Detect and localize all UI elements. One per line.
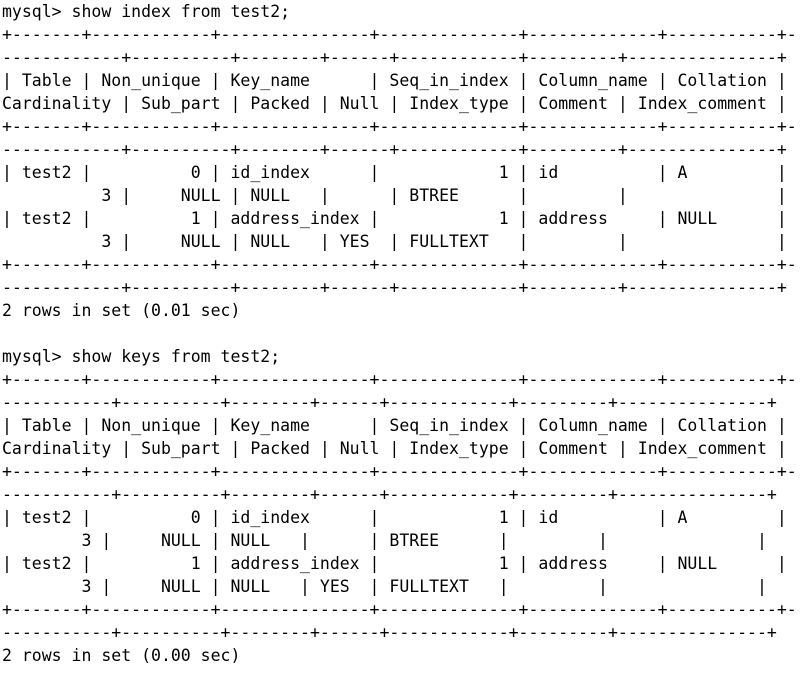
terminal-line-26: +-------+------------+---------------+--…: [2, 600, 797, 619]
terminal-line-9: | test2 | 1 | address_index | 1 | addres…: [2, 209, 787, 228]
terminal-line-17: -----------+----------+--------+------+-…: [2, 393, 777, 412]
terminal-line-25: 3 | NULL | NULL | YES | FULLTEXT | | |: [2, 577, 767, 596]
terminal-line-7: | test2 | 0 | id_index | 1 | id | A |: [2, 163, 787, 182]
terminal-line-22: | test2 | 0 | id_index | 1 | id | A |: [2, 508, 787, 527]
terminal-line-21: -----------+----------+--------+------+-…: [2, 485, 777, 504]
terminal-line-27: -----------+----------+--------+------+-…: [2, 623, 777, 642]
terminal-line-1: +-------+------------+---------------+--…: [2, 25, 797, 44]
terminal-line-20: +-------+------------+---------------+--…: [2, 462, 797, 481]
terminal-line-15: mysql> show keys from test2;: [2, 347, 281, 366]
terminal-line-24: | test2 | 1 | address_index | 1 | addres…: [2, 554, 787, 573]
terminal-line-18: | Table | Non_unique | Key_name | Seq_in…: [2, 416, 787, 435]
terminal-line-8: 3 | NULL | NULL | | BTREE | | |: [2, 186, 787, 205]
terminal-line-23: 3 | NULL | NULL | | BTREE | | |: [2, 531, 767, 550]
terminal-line-5: +-------+------------+---------------+--…: [2, 117, 797, 136]
terminal-line-13: 2 rows in set (0.01 sec): [2, 301, 241, 320]
terminal-line-2: ------------+----------+--------+------+…: [2, 48, 787, 67]
terminal-line-4: Cardinality | Sub_part | Packed | Null |…: [2, 94, 787, 113]
terminal-line-28: 2 rows in set (0.00 sec): [2, 646, 241, 665]
terminal-line-11: +-------+------------+---------------+--…: [2, 255, 797, 274]
terminal-line-3: | Table | Non_unique | Key_name | Seq_in…: [2, 71, 787, 90]
terminal-line-10: 3 | NULL | NULL | YES | FULLTEXT | | |: [2, 232, 787, 251]
terminal-line-16: +-------+------------+---------------+--…: [2, 370, 797, 389]
terminal-line-0: mysql> show index from test2;: [2, 2, 291, 21]
terminal-line-14: [0, 322, 812, 345]
terminal-line-19: Cardinality | Sub_part | Packed | Null |…: [2, 439, 787, 458]
terminal-line-6: ------------+----------+--------+------+…: [2, 140, 787, 159]
terminal-line-12: ------------+----------+--------+------+…: [2, 278, 787, 297]
